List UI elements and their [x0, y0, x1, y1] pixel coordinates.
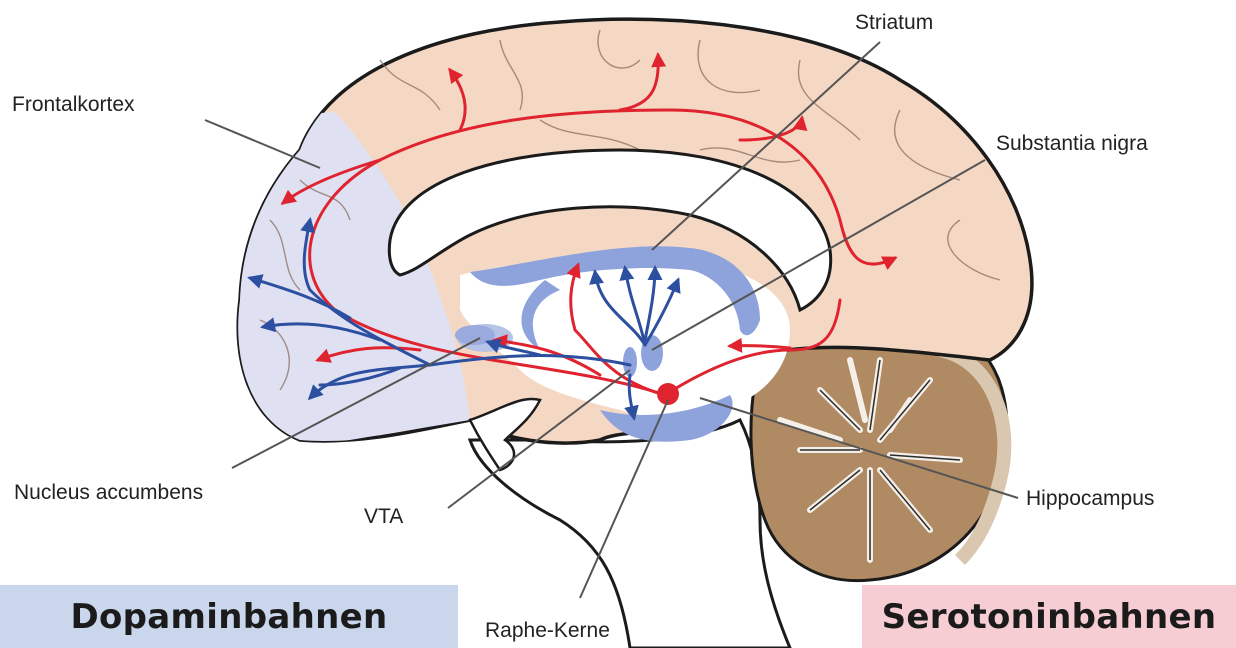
legend-dopamine-text: Dopaminbahnen	[70, 597, 387, 637]
label-nucleus-accumbens: Nucleus accumbens	[14, 481, 203, 504]
label-substantia-nigra: Substantia nigra	[996, 132, 1148, 155]
label-striatum: Striatum	[855, 11, 933, 34]
legend-serotonin: Serotoninbahnen	[862, 585, 1236, 648]
label-raphe-kerne: Raphe-Kerne	[485, 619, 610, 642]
cerebellum	[751, 331, 1007, 580]
legend-serotonin-text: Serotoninbahnen	[882, 597, 1217, 637]
label-frontalkortex: Frontalkortex	[12, 93, 135, 116]
label-hippocampus: Hippocampus	[1026, 487, 1154, 510]
label-vta: VTA	[364, 505, 403, 528]
legend-dopamine: Dopaminbahnen	[0, 585, 458, 648]
